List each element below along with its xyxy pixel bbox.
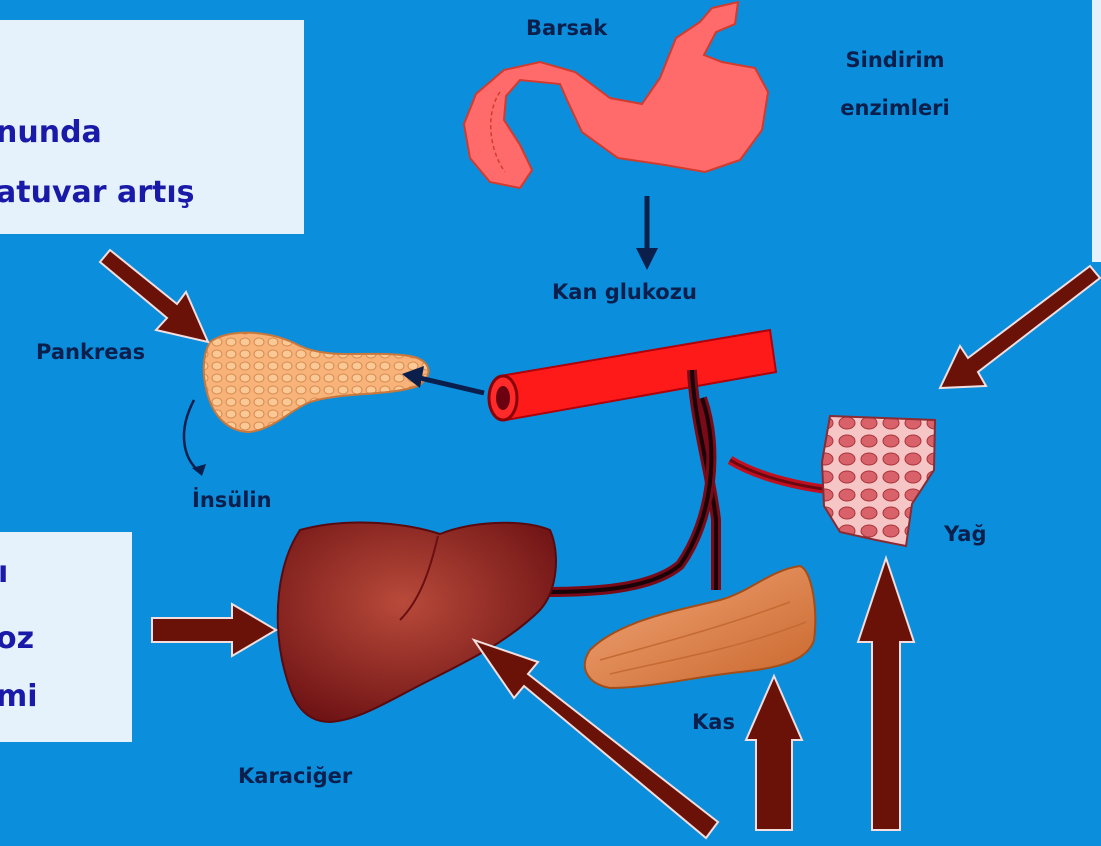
down-arrow-to-blood (636, 196, 658, 270)
label-pankreas: Pankreas (36, 340, 145, 364)
stomach-illustration (464, 2, 768, 188)
arrow-to-liver-from-left (152, 604, 276, 656)
fat-tissue-illustration (822, 416, 935, 546)
label-barsak: Barsak (526, 16, 607, 40)
label-karaciger: Karaciğer (238, 764, 352, 788)
pancreas-illustration (204, 333, 429, 432)
label-sindirim-line-1: Sindirim (810, 48, 980, 72)
arrow-to-pancreas-from-top-left (100, 250, 208, 342)
label-kas: Kas (692, 710, 735, 734)
label-insulin: İnsülin (192, 488, 272, 512)
insulin-curved-arrow (184, 400, 206, 476)
arrow-to-fat-from-bottom (858, 558, 914, 830)
arrow-to-muscle-from-bottom (746, 676, 802, 830)
arrow-to-fat-from-top-right (940, 266, 1100, 388)
label-yag: Yağ (944, 522, 986, 546)
arrow-to-pancreas (402, 366, 484, 393)
label-sindirim-line-2: enzimleri (810, 96, 980, 120)
label-kan-glukozu: Kan glukozu (552, 280, 697, 304)
